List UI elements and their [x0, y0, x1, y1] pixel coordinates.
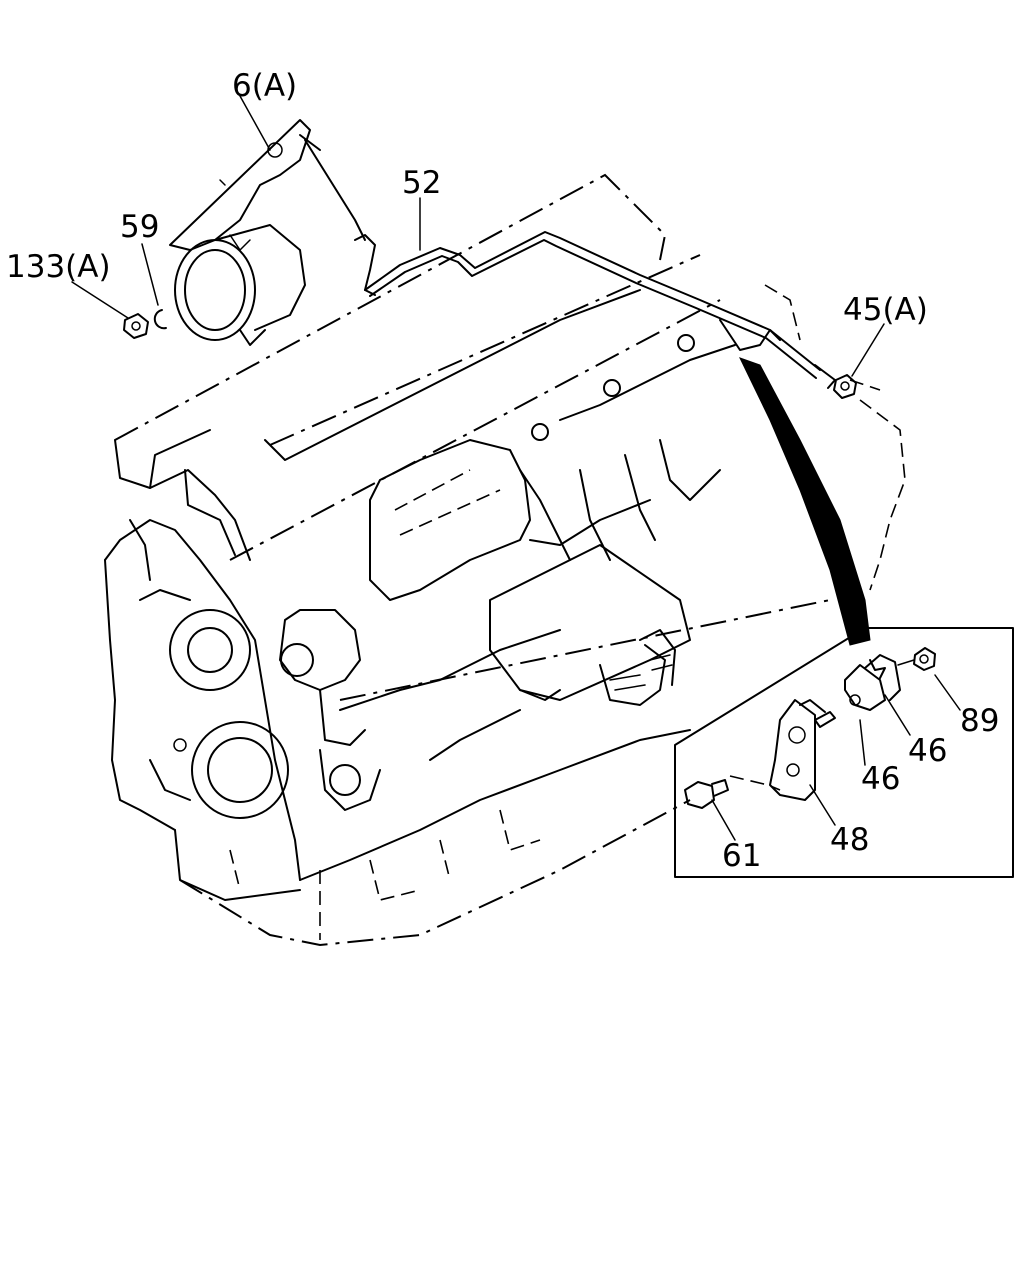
callout-46-lower: 46: [861, 761, 900, 797]
detail-pointer: [739, 357, 871, 646]
intake-throttle-assembly: [169, 119, 376, 346]
callout-45a: 45(A): [843, 292, 928, 328]
leader-lines: [71, 95, 961, 841]
callout-61: 61: [722, 838, 761, 874]
callout-59: 59: [120, 209, 159, 245]
callout-89: 89: [960, 703, 999, 739]
detail-inset: [674, 627, 1014, 878]
nut-133a: [123, 313, 149, 339]
callout-133a: 133(A): [6, 249, 111, 285]
nut-45a: [833, 374, 857, 399]
callout-52: 52: [402, 165, 441, 201]
callout-46-upper: 46: [908, 733, 947, 769]
engine-block: [104, 173, 906, 947]
clip-59: [153, 309, 167, 330]
callout-48: 48: [830, 822, 869, 858]
callout-6a: 6(A): [232, 68, 297, 104]
